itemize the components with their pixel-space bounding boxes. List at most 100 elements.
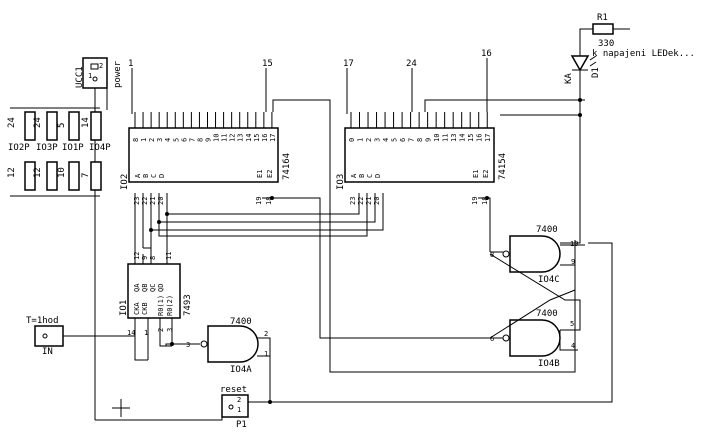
hdr2-top: 24: [33, 117, 43, 128]
reset-ref: P1: [236, 420, 247, 430]
ic2-top-pin-label: 15: [253, 134, 261, 142]
ic2-top-pin-label: 5: [172, 138, 180, 142]
ic3-in-d: D: [374, 174, 382, 178]
gate-io4c: 7400 IO4C 8 10 9: [490, 225, 578, 285]
net-label-1: 1: [128, 59, 133, 69]
ic3-top-pin-label: 8: [416, 138, 424, 142]
ic2-top-pin-label: 11: [221, 134, 229, 142]
hdr3-top: 5: [57, 123, 67, 128]
ic2-pin18: 18: [265, 197, 273, 205]
gate-c-pin9: 9: [571, 258, 575, 266]
ic3-pin21: 21: [365, 197, 373, 205]
power-label: power: [113, 60, 123, 88]
gate-a-pin1: 1: [264, 350, 268, 358]
reset-label: reset: [220, 385, 247, 395]
ic1-n11: 11: [165, 252, 173, 260]
ic1-qa: QA: [133, 283, 141, 292]
net-label-24: 24: [406, 59, 417, 69]
ic3-in-b: B: [358, 174, 366, 178]
ic3-in-e2: E2: [482, 170, 490, 178]
ic2-top-pin-label: 8: [196, 138, 204, 142]
ic1-n9: 9: [141, 256, 149, 260]
ic1-n3: 3: [166, 328, 174, 332]
ic3-top-pin-label: 13: [450, 134, 458, 142]
ic3-pin19: 19: [471, 197, 479, 205]
ic2-top-pin-label: 16: [261, 134, 269, 142]
ic1-qd: QD: [157, 284, 165, 292]
ic3-pin23: 23: [349, 197, 357, 205]
ic1-n1: 1: [144, 329, 148, 337]
ic3-top-pin-label: 17: [484, 134, 492, 142]
ic2-top-pin-label: 2: [148, 138, 156, 142]
hdr1-top: 24: [7, 117, 17, 128]
gate-b-name: 7400: [536, 309, 558, 319]
ic3-in-a: A: [350, 173, 358, 178]
ic2-in-b: B: [142, 174, 150, 178]
power-ref: UCC1: [75, 66, 85, 88]
led-pin: KA: [564, 73, 574, 84]
hdr4-bot: 7: [81, 173, 91, 178]
ic1-cka: CKA: [133, 302, 141, 315]
ic3-pin20: 20: [373, 197, 381, 205]
hdr4-label: IO4P: [89, 143, 111, 153]
ic3-in-c: C: [366, 174, 374, 178]
ic1-part: 7493: [183, 294, 193, 316]
ic2-top-pin-label: 7: [188, 138, 196, 142]
gate-a-name: 7400: [230, 317, 252, 327]
ic2-top-pin-label: 12: [229, 134, 237, 142]
ic2-top-pin-label: 1: [140, 138, 148, 142]
power-pin-2: 2: [99, 62, 103, 70]
gate-a-pin2: 2: [264, 330, 268, 338]
ic2-top-pin-label: 14: [245, 134, 253, 142]
ic3-top-pin-label: 11: [442, 134, 450, 142]
hdr3-label: IO1P: [62, 143, 84, 153]
gate-b-pin5: 5: [570, 320, 574, 328]
led-d1: KA D1: [564, 55, 601, 84]
jumper-headers: 24 12 IO2P 24 12 IO3P 5 10 IO1P 14 7 IO4…: [7, 107, 111, 197]
ic2-in-c: C: [150, 174, 158, 178]
input-label: T=1hod: [26, 316, 59, 326]
ic3-pin22: 22: [357, 197, 365, 205]
ic1-qb: QB: [141, 284, 149, 292]
ic2-in-d: D: [158, 174, 166, 178]
ic2-top-pin-label: 10: [213, 134, 221, 142]
ic3-top-pin-label: 15: [467, 134, 475, 142]
resistor-note: k napajeni LEDek...: [592, 49, 695, 59]
ic3-top-pin-label: 16: [476, 134, 484, 142]
ic1-r01: R0(1): [157, 295, 165, 316]
ic3-in-e1: E1: [472, 170, 480, 178]
ic3-top-pin-label: 2: [365, 138, 373, 142]
hdr1-label: IO2P: [8, 143, 30, 153]
ic2-pin22: 22: [141, 197, 149, 205]
led-ref: D1: [591, 67, 601, 78]
resistor-ref: R1: [597, 13, 608, 23]
ic3-top-pin-label: 5: [391, 138, 399, 142]
ic-io1: 12 9 8 11 QA QB QC QD CKA CKB R0(1) R0(2…: [119, 248, 193, 337]
ic2-top-pin-label: 6: [180, 138, 188, 142]
ic3-top-pin-label: 10: [433, 134, 441, 142]
hdr4-top: 14: [81, 117, 91, 128]
ic1-n2: 2: [157, 328, 165, 332]
hdr2-bot: 12: [33, 167, 43, 178]
input-connector: T=1hod IN: [26, 316, 64, 357]
ic3-top-pin-label: 14: [459, 134, 467, 142]
ic3-part: 74154: [498, 153, 508, 180]
power-connector: 1 2 UCC1 power: [75, 57, 123, 89]
ic2-part: 74164: [282, 153, 292, 180]
ic3-top-pin-label: 7: [408, 138, 416, 142]
ic2-top-pin-label: 4: [164, 138, 172, 142]
gate-c-ref: IO4C: [538, 275, 560, 285]
ic3-ref: IO3: [336, 174, 346, 190]
gate-io4b: 7400 IO4B 6 5 4: [490, 309, 575, 369]
power-pin-1: 1: [88, 72, 92, 80]
ic1-n8: 8: [149, 256, 157, 260]
gate-b-pin4: 4: [571, 342, 575, 350]
ic3-top-pin-label: 4: [382, 138, 390, 142]
ic2-top-pin-label: 13: [237, 134, 245, 142]
hdr1-bot: 12: [7, 167, 17, 178]
net-label-15: 15: [262, 59, 273, 69]
ic3-pin18: 18: [481, 197, 489, 205]
